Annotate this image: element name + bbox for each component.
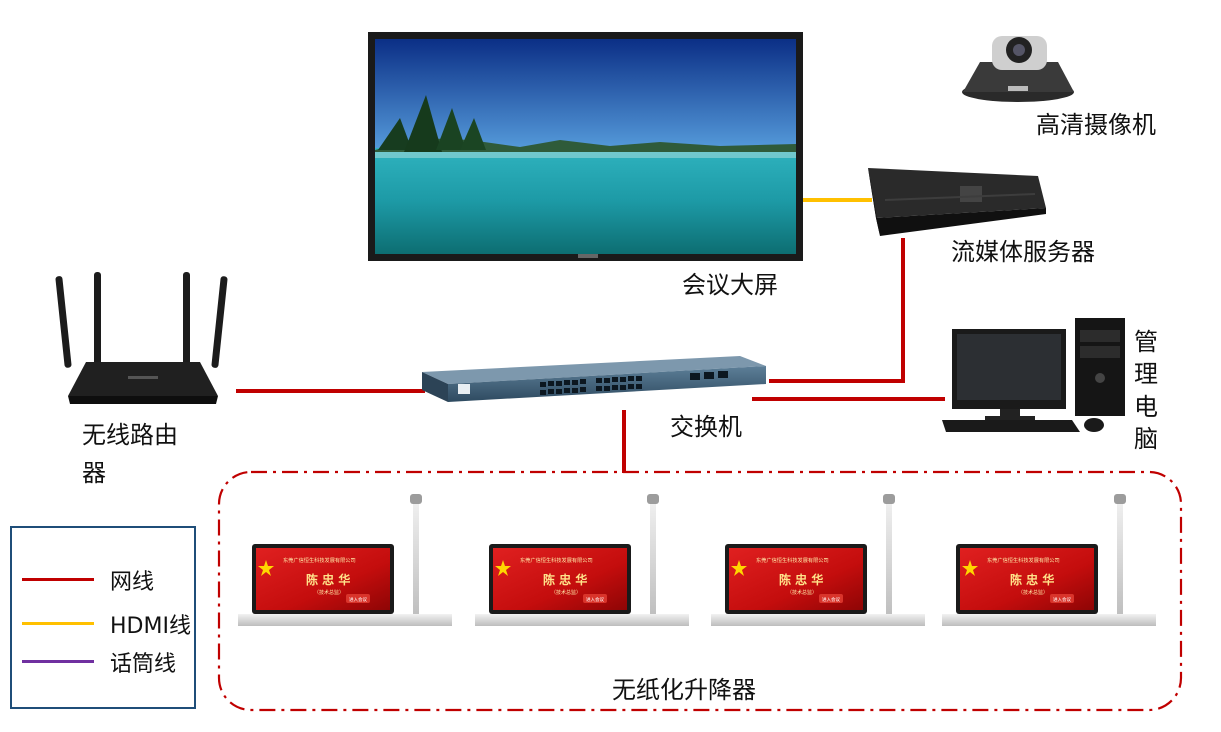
pc-label: 管 理 电 脑 [1131,326,1161,456]
switch-icon [422,356,766,402]
terminal-button: 进入会议 [1053,596,1071,603]
pc-label-char: 理 [1134,360,1158,389]
terminal-person: 陈 忠 华 [306,572,350,587]
terminal-company: 东莞广信恒生科技发展有限公司 [283,556,356,564]
paperless-group-label: 无纸化升降器 [612,676,756,704]
legend-item-network: 网线 [12,564,198,595]
terminal-role: （技术总监） [551,589,581,596]
pc-label-char: 管 [1134,328,1158,356]
terminal-role: （技术总监） [787,589,817,596]
display-label: 会议大屏 [682,271,778,299]
terminal-role: （技术总监） [1018,589,1048,596]
legend: 网线 HDMI线 话筒线 [10,526,196,709]
streaming-server-icon [868,168,1046,236]
paperless-terminal-2[interactable]: 东莞广信恒生科技发展有限公司 陈 忠 华 （技术总监） 进入会议 [475,494,689,626]
paperless-terminal-3[interactable]: 东莞广信恒生科技发展有限公司 陈 忠 华 （技术总监） 进入会议 [711,494,925,626]
switch-label: 交换机 [670,413,742,441]
legend-swatch-network [22,578,94,581]
terminal-group-border [217,470,1183,712]
connections [236,198,945,473]
legend-item-hdmi: HDMI线 [12,608,198,639]
terminal-company: 东莞广信恒生科技发展有限公司 [756,556,829,564]
legend-swatch-hdmi [22,622,94,625]
legend-item-mic: 话筒线 [12,646,198,677]
legend-label: 网线 [110,570,155,595]
terminal-company: 东莞广信恒生科技发展有限公司 [987,556,1060,564]
server-label: 流媒体服务器 [951,238,1095,266]
network-line-server [769,238,905,383]
terminal-button: 进入会议 [586,596,604,603]
conference-display[interactable] [368,32,803,261]
paperless-terminal-4[interactable]: 东莞广信恒生科技发展有限公司 陈 忠 华 （技术总监） 进入会议 [942,494,1156,626]
terminal-button: 进入会议 [349,596,367,603]
legend-label: HDMI线 [110,614,191,639]
legend-swatch-mic [22,660,94,663]
wireless-router-icon [55,272,228,404]
management-pc-icon [942,318,1125,432]
router-label-line2: 器 [82,459,106,487]
terminal-role: （技术总监） [314,589,344,596]
hd-camera-icon [962,36,1074,102]
terminal-company: 东莞广信恒生科技发展有限公司 [520,556,593,564]
pc-label-char: 脑 [1134,425,1158,454]
router-label-line1: 无线路由 [82,421,178,449]
camera-label: 高清摄像机 [1036,111,1156,139]
terminal-person: 陈 忠 华 [543,572,587,587]
terminal-person: 陈 忠 华 [779,572,823,587]
pc-label-char: 电 [1134,392,1158,421]
legend-label: 话筒线 [110,652,177,677]
terminal-button: 进入会议 [822,596,840,603]
paperless-terminal-1[interactable]: 东莞广信恒生科技发展有限公司 陈 忠 华 （技术总监） 进入会议 [238,494,452,626]
terminal-person: 陈 忠 华 [1010,572,1054,587]
